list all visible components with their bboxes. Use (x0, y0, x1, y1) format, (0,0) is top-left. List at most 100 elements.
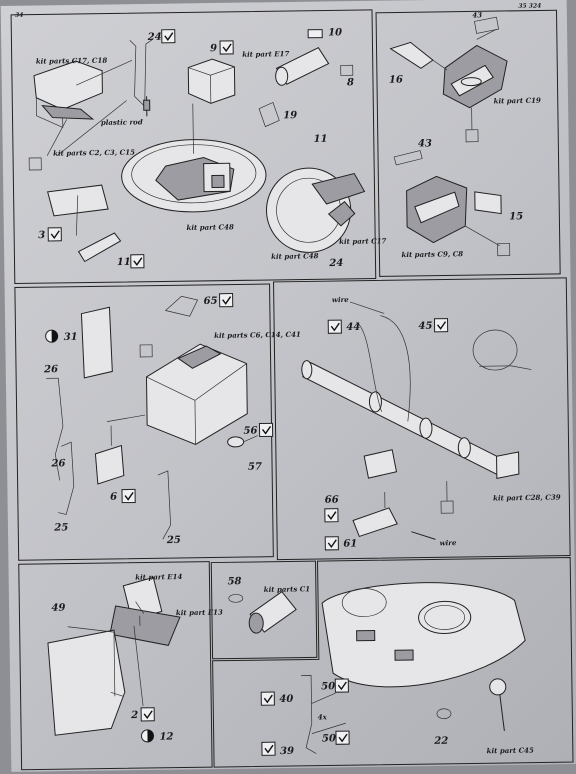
step-44: 44 (346, 322, 360, 333)
pe-bracket-61 (353, 508, 398, 537)
label-kit-part-c48-b: kit part C48 (271, 251, 319, 261)
step-43a: 43 (472, 10, 482, 19)
page-code: 35 324 (518, 2, 541, 9)
step-2: 2 (130, 710, 138, 721)
part-box-9 (188, 59, 235, 104)
part-box-c17 (34, 61, 103, 110)
label-wire-b: wire (440, 538, 457, 547)
part-sight-c45 (490, 679, 506, 695)
mid-right-labels: wire 44 45 kit part C28, C39 66 61 wire (322, 292, 562, 550)
check-box-11 (131, 255, 144, 268)
label-kit-part-c19: kit part C19 (494, 96, 542, 106)
check-box-39 (262, 742, 275, 755)
step-15: 15 (509, 211, 523, 222)
step-19: 19 (283, 110, 297, 121)
check-box-61 (325, 537, 338, 550)
step-49: 49 (51, 603, 65, 614)
pe-part-50b (395, 650, 413, 660)
bottom-right-drawings (300, 581, 527, 753)
step-50b: 50 (322, 733, 336, 744)
part-turret-roof (322, 581, 526, 687)
step-50a: 50 (321, 681, 335, 692)
step-9: 9 (210, 43, 217, 54)
label-kit-parts-c9-c8: kit parts C9, C8 (401, 249, 463, 259)
pe-detail-barrel (441, 501, 453, 513)
top-right-drawings (390, 17, 510, 257)
part-hatch-ring (418, 601, 471, 634)
step-25b: 25 (166, 535, 181, 546)
step-11a: 11 (117, 257, 131, 268)
pe-plate-31 (81, 307, 112, 378)
step-58: 58 (227, 576, 241, 587)
step-65: 65 (204, 296, 218, 307)
pe-washer-58 (229, 594, 243, 602)
label-wire-a: wire (332, 295, 349, 304)
check-box-24a (162, 30, 175, 43)
label-kit-part-e14: kit part E14 (135, 572, 182, 582)
step-24b: 24 (328, 258, 343, 269)
wire-61 (411, 531, 435, 539)
pe-part-50a (357, 630, 375, 640)
check-box-50b (336, 731, 349, 744)
step-40: 40 (279, 694, 293, 705)
check-box-50a (335, 679, 348, 692)
check-box-2 (141, 708, 154, 721)
pe-strip-43a (474, 17, 498, 33)
check-box-3 (48, 228, 61, 241)
step-26b: 26 (50, 458, 65, 469)
step-39: 39 (280, 746, 294, 757)
pe-part-15 (475, 192, 501, 214)
part-bracket-11 (78, 233, 120, 262)
step-16: 16 (389, 75, 403, 86)
step-8: 8 (347, 77, 354, 88)
part-mount-c39 (496, 452, 518, 478)
label-kit-part-c17: kit part C17 (339, 236, 387, 246)
pe-part-16 (390, 42, 432, 69)
pe-detail-box (140, 345, 152, 357)
pe-strip-43b (394, 151, 422, 165)
pe-strap-40 (301, 675, 316, 753)
step-12: 12 (159, 732, 173, 743)
step-31: 31 (64, 332, 78, 343)
check-box-45 (434, 319, 447, 332)
label-4x: 4x (318, 712, 328, 721)
panel-mid-left (15, 284, 273, 560)
check-box-44 (328, 320, 341, 333)
pe-strap-26b (57, 442, 74, 514)
label-kit-part-c48-a: kit part C48 (186, 222, 234, 232)
pe-bracket-66 (364, 450, 396, 479)
label-plastic-rod: plastic rod (101, 117, 143, 127)
label-kit-parts-c17-c18: kit parts C17, C18 (36, 56, 108, 66)
pe-detail-square (29, 158, 41, 170)
pe-handle-65 (165, 296, 197, 316)
label-kit-part-e13: kit part E13 (176, 608, 223, 618)
label-kit-part-e17: kit part E17 (242, 49, 289, 59)
check-box-56 (259, 423, 272, 436)
step-26a: 26 (43, 364, 58, 375)
label-kit-parts-c6-c14-c41: kit parts C6, C14, C41 (214, 330, 301, 340)
step-25a: 25 (53, 522, 68, 533)
step-45: 45 (418, 321, 432, 332)
step-43b: 43 (418, 138, 432, 149)
check-box-66 (325, 509, 338, 522)
step-24a: 24 (147, 32, 162, 43)
pe-strap-25b (158, 471, 171, 539)
label-kit-part-c28-c39: kit part C28, C39 (493, 493, 561, 503)
pe-part-8 (341, 65, 353, 75)
check-box-65 (220, 294, 233, 307)
step-11b: 11 (314, 134, 328, 145)
bottom-mid-labels: 58 kit parts C1 (227, 575, 310, 594)
step-66: 66 (325, 495, 339, 506)
label-kit-parts-c1: kit parts C1 (264, 584, 310, 594)
part-gun-barrel-c28 (303, 360, 505, 477)
step-22: 22 (433, 736, 448, 747)
step-56: 56 (243, 426, 257, 437)
part-e13-plate (110, 605, 181, 646)
check-box-40 (261, 692, 274, 705)
label-kit-part-c45: kit part C45 (487, 746, 535, 756)
check-box-6 (122, 489, 135, 502)
step-10: 10 (328, 27, 342, 38)
step-61: 61 (343, 538, 357, 549)
